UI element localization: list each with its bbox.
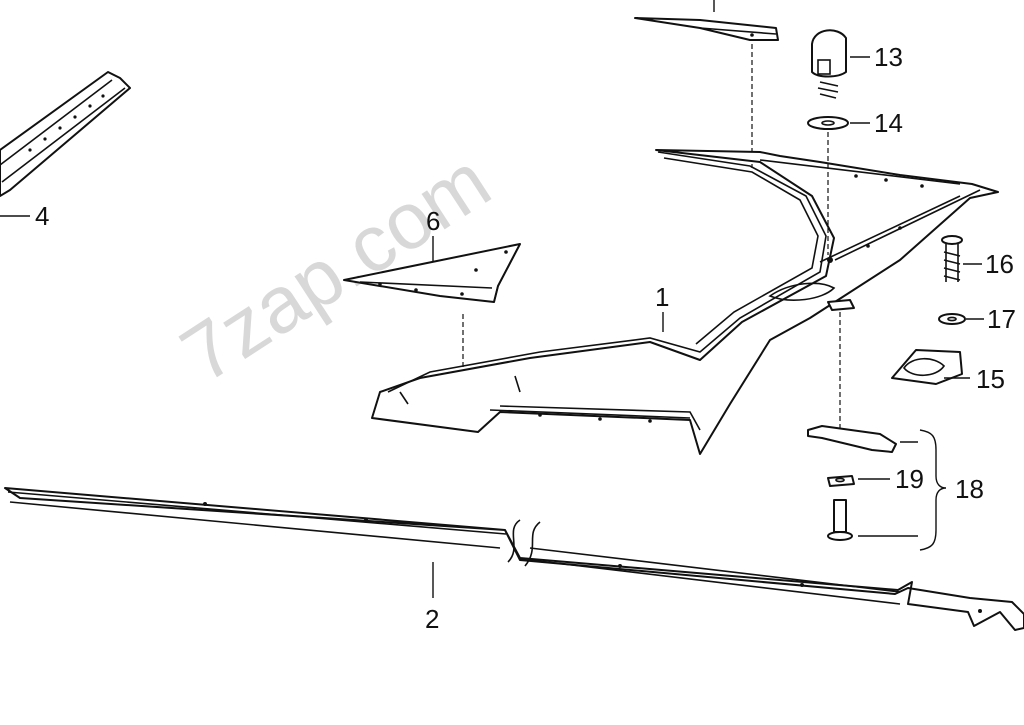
part-17-washer[interactable] [938,313,966,325]
callout-4: 4 [35,201,49,231]
part-15-plate[interactable] [891,349,963,385]
part-6-bracket[interactable] [343,243,521,303]
callout-2: 2 [425,604,439,634]
callout-15: 15 [976,364,1005,394]
top-bracket[interactable] [634,17,779,41]
callout-14: 14 [874,108,903,138]
part-18-bracket[interactable] [807,425,897,453]
part-2-sill[interactable] [4,487,1024,631]
part-13-cap[interactable] [811,29,847,99]
callout-16: 16 [985,249,1014,279]
part-1-frame[interactable] [371,149,999,455]
callout-19: 19 [895,464,924,494]
part-4-rail[interactable] [0,71,131,197]
callout-13: 13 [874,42,903,72]
part-18-bolt[interactable] [827,499,853,541]
callout-6: 6 [426,206,440,236]
clip-washer[interactable] [827,299,855,311]
group-bracket-18 [919,429,947,551]
part-14-washer[interactable] [807,116,849,130]
callout-18: 18 [955,474,984,504]
part-16-bolt[interactable] [941,235,963,282]
callout-17: 17 [987,304,1016,334]
part-19-nut[interactable] [827,475,855,487]
callout-1: 1 [655,282,669,312]
